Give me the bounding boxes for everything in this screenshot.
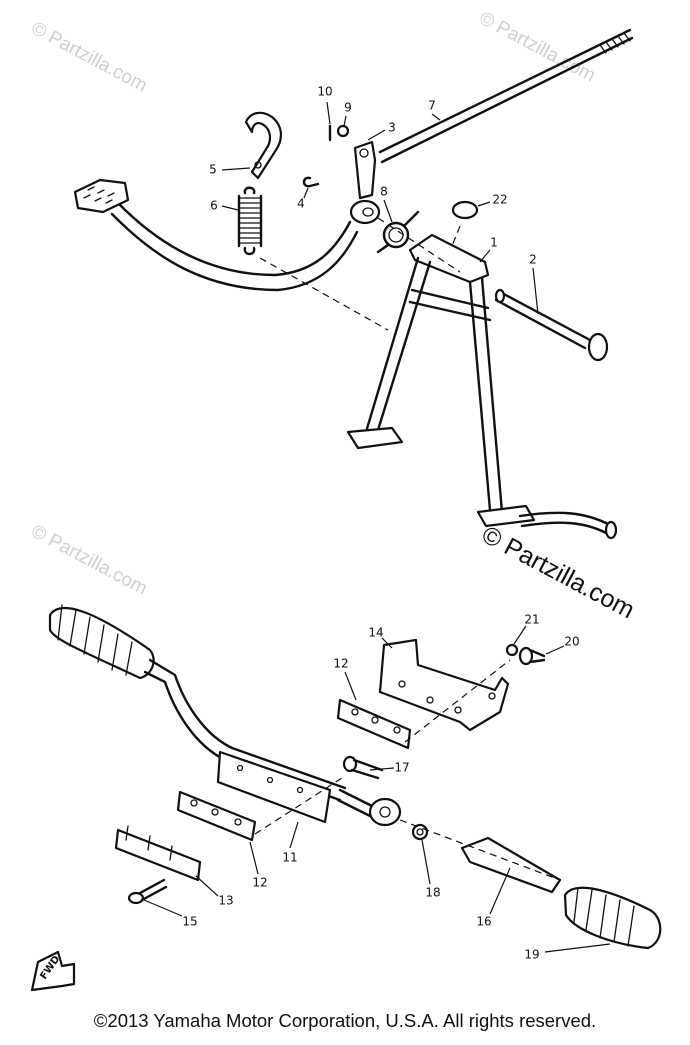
- callout-3: 3: [388, 121, 396, 135]
- callouts: 10 9 3 7 5 6 4 8 22 1 2 14 21 20 12 17 1…: [143, 85, 611, 962]
- return-spring-6: [237, 186, 263, 256]
- callout-22: 22: [492, 193, 507, 207]
- callout-20: 20: [564, 635, 579, 649]
- bolt-17: [342, 755, 384, 780]
- plate-12-lower: [176, 790, 257, 842]
- centerline-2: [377, 217, 461, 273]
- callout-8: 8: [380, 185, 388, 199]
- callout-6: 6: [210, 199, 218, 213]
- callout-19: 19: [524, 948, 539, 962]
- callout-1: 1: [490, 236, 498, 250]
- bolt-15: [127, 878, 168, 905]
- bracket-14: [378, 638, 510, 732]
- footrest-rubber-19: [563, 886, 662, 950]
- plate-12-upper: [336, 698, 412, 750]
- centerline-5: [404, 659, 511, 743]
- washer-21: [505, 643, 519, 657]
- centerline-1: [259, 257, 389, 331]
- brake-rod: [378, 28, 634, 164]
- bolt-20: [518, 646, 546, 666]
- callout-18: 18: [425, 886, 440, 900]
- rubber-stopper-22: [451, 200, 479, 220]
- centerline-6: [399, 819, 561, 881]
- callout-17: 17: [394, 761, 409, 775]
- bracket-13: [114, 825, 202, 882]
- washer-9: [336, 124, 350, 138]
- callout-5: 5: [209, 163, 217, 177]
- callout-12-lower: 12: [252, 876, 267, 890]
- footrest-arm-16: [460, 836, 562, 894]
- clip-4: [302, 176, 320, 188]
- watermark-top-left: © Partzilla.com: [28, 18, 151, 97]
- footrest-rubber-left: [48, 604, 155, 680]
- callout-10: 10: [317, 85, 332, 99]
- brake-arm: [353, 140, 377, 200]
- torsion-spring-8: [376, 210, 420, 254]
- brake-pedal-assembly: [73, 178, 381, 292]
- callout-9: 9: [344, 101, 352, 115]
- spring-hook-5: [244, 111, 282, 180]
- callout-11: 11: [282, 851, 297, 865]
- nut-18: [411, 823, 429, 841]
- callout-13: 13: [218, 894, 233, 908]
- callout-7: 7: [428, 99, 436, 113]
- callout-12-upper: 12: [333, 657, 348, 671]
- footrest-bar-11: [143, 658, 402, 827]
- callout-4: 4: [297, 197, 305, 211]
- callout-15: 15: [182, 915, 197, 929]
- callout-21: 21: [524, 613, 539, 627]
- centerline-3: [451, 225, 461, 247]
- callout-2: 2: [529, 253, 537, 267]
- callout-14: 14: [368, 626, 383, 640]
- callout-16: 16: [476, 915, 491, 929]
- stand-shaft-2: [494, 288, 609, 362]
- centerline-4: [254, 775, 346, 835]
- main-stand-1: [346, 233, 618, 540]
- watermark-middle-left: © Partzilla.com: [28, 521, 151, 600]
- fwd-arrow-icon: FWD: [30, 950, 76, 992]
- copyright-notice: ©2013 Yamaha Motor Corporation, U.S.A. A…: [93, 1010, 597, 1031]
